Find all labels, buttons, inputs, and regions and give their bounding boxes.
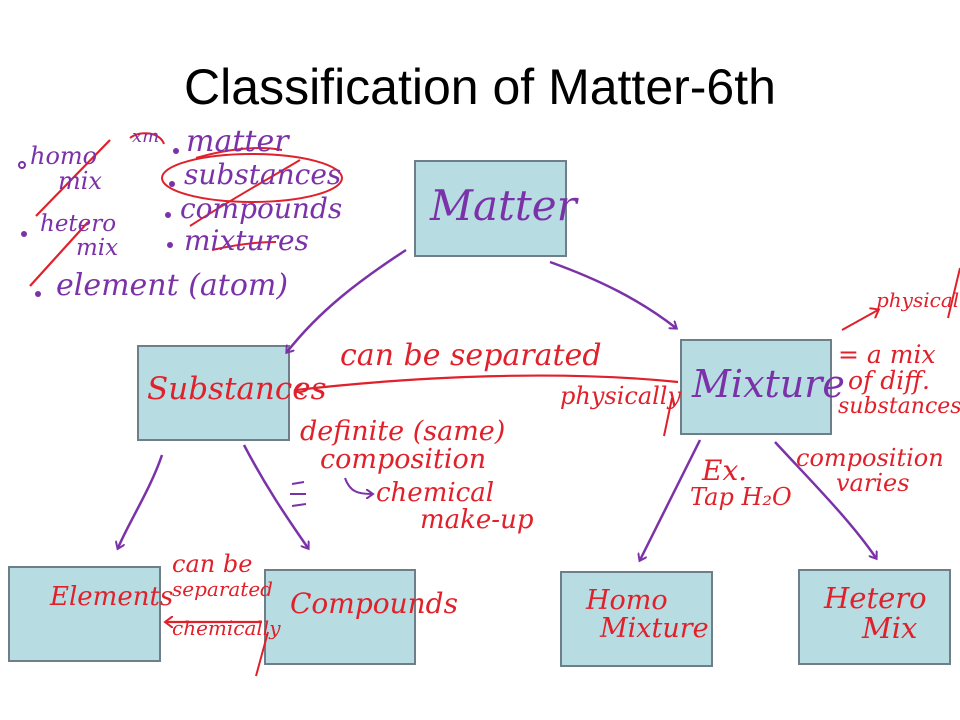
note-makeup: make-up	[420, 505, 534, 536]
arrow-substances-to-compounds	[242, 444, 308, 548]
strike-hetero	[29, 221, 89, 287]
note-chemical: chemical	[376, 478, 495, 508]
arrow-matter-to-mixture	[549, 260, 676, 328]
note-element-atom: element (atom)	[56, 268, 289, 303]
matter-box: Matter	[414, 160, 577, 257]
note-composition-word: composition	[796, 444, 944, 472]
note-homo-mix: homo mix	[30, 142, 102, 196]
bullet-substances	[169, 181, 175, 187]
circle-scratch	[129, 132, 165, 145]
hetero-mix-label: Hetero Mix	[824, 583, 927, 644]
mixture-label: Mixture	[692, 362, 845, 406]
hetero-mix-line-1: Hetero	[824, 581, 927, 615]
arrow-substances-to-elements	[118, 454, 164, 548]
substances-box: Substances	[137, 345, 326, 441]
note-ex: Ex.	[702, 454, 748, 487]
strike-mixtures	[211, 241, 277, 251]
homo-mixture-box: Homo Mixture	[560, 571, 713, 667]
note-example: Ex. Tap H₂O	[690, 456, 792, 511]
note-separated: separated	[172, 577, 273, 602]
hetero-mix-line-2: Mix	[862, 611, 918, 646]
note-hetero: hetero	[40, 211, 117, 237]
note-substances: substances	[838, 393, 960, 419]
note-can-be: can be	[172, 550, 253, 578]
page-title: Classification of Matter-6th	[184, 59, 776, 115]
note-of-diff: of diff.	[848, 366, 930, 396]
note-homo: homo	[30, 142, 98, 170]
note-homo-mix-word: mix	[58, 167, 102, 196]
mixture-box: Mixture	[680, 339, 845, 435]
note-chemical-makeup: chemical make-up	[376, 478, 534, 536]
arrow-mixture-to-substances	[296, 374, 679, 390]
note-scratch: xm	[132, 126, 160, 147]
list-compounds: compounds	[180, 192, 343, 225]
elements-label: Elements	[50, 582, 174, 612]
note-varies: varies	[836, 469, 910, 498]
bullet-element	[35, 291, 41, 297]
note-hetero-mix-word: mix	[76, 235, 119, 262]
matter-label: Matter	[430, 181, 577, 230]
homo-mixture-line-1: Homo	[586, 585, 668, 616]
arrow-to-chemical	[344, 477, 372, 494]
list-mixtures: mixtures	[184, 224, 309, 257]
note-composition-varies: composition varies	[796, 444, 944, 498]
tick-chemically	[255, 631, 269, 677]
arrow-to-physically	[841, 310, 878, 331]
note-can-be-separated-chemically: can be separated chemically	[172, 550, 281, 641]
circle-substances	[161, 153, 343, 203]
xi-symbol	[290, 481, 307, 507]
bullet-hetero	[21, 231, 27, 237]
note-definite: definite (same)	[300, 416, 506, 447]
bullet-compounds	[165, 212, 171, 218]
note-composition: composition	[320, 444, 487, 476]
arrow-matter-to-substances	[287, 248, 407, 352]
note-tap-water: Tap H₂O	[690, 483, 792, 512]
tick-physically	[663, 397, 673, 437]
compounds-box: Compounds	[264, 569, 458, 665]
list-substances: substances	[184, 158, 342, 191]
homo-mixture-label: Homo Mixture	[586, 585, 709, 645]
note-can-be-separated: can be separated	[340, 338, 602, 373]
note-physically-right: physically	[876, 288, 960, 312]
bullet-matter	[173, 148, 179, 154]
arrow-mixture-to-homo	[640, 439, 702, 560]
hetero-mix-box: Hetero Mix	[798, 569, 951, 665]
elements-box: Elements	[8, 566, 173, 662]
note-mixture-definition: = a mix of diff. substances	[838, 340, 960, 419]
arrow-mixture-to-hetero	[774, 441, 876, 558]
note-chemically: chemically	[172, 616, 281, 641]
strike-homo	[35, 139, 111, 217]
strike-compounds	[189, 159, 301, 227]
note-a-mix: = a mix	[838, 340, 936, 369]
bullet-homo	[18, 161, 26, 169]
list-matter: matter	[186, 124, 289, 159]
note-physically: physically	[560, 382, 682, 410]
strike-matter	[195, 147, 283, 159]
tick-right-edge	[947, 267, 960, 319]
homo-mixture-line-2: Mixture	[600, 613, 709, 645]
compounds-label: Compounds	[290, 587, 458, 620]
note-hetero-mix: hetero mix	[40, 212, 118, 260]
note-definite-composition: definite (same) composition	[300, 416, 506, 476]
bullet-mixtures	[167, 242, 173, 248]
